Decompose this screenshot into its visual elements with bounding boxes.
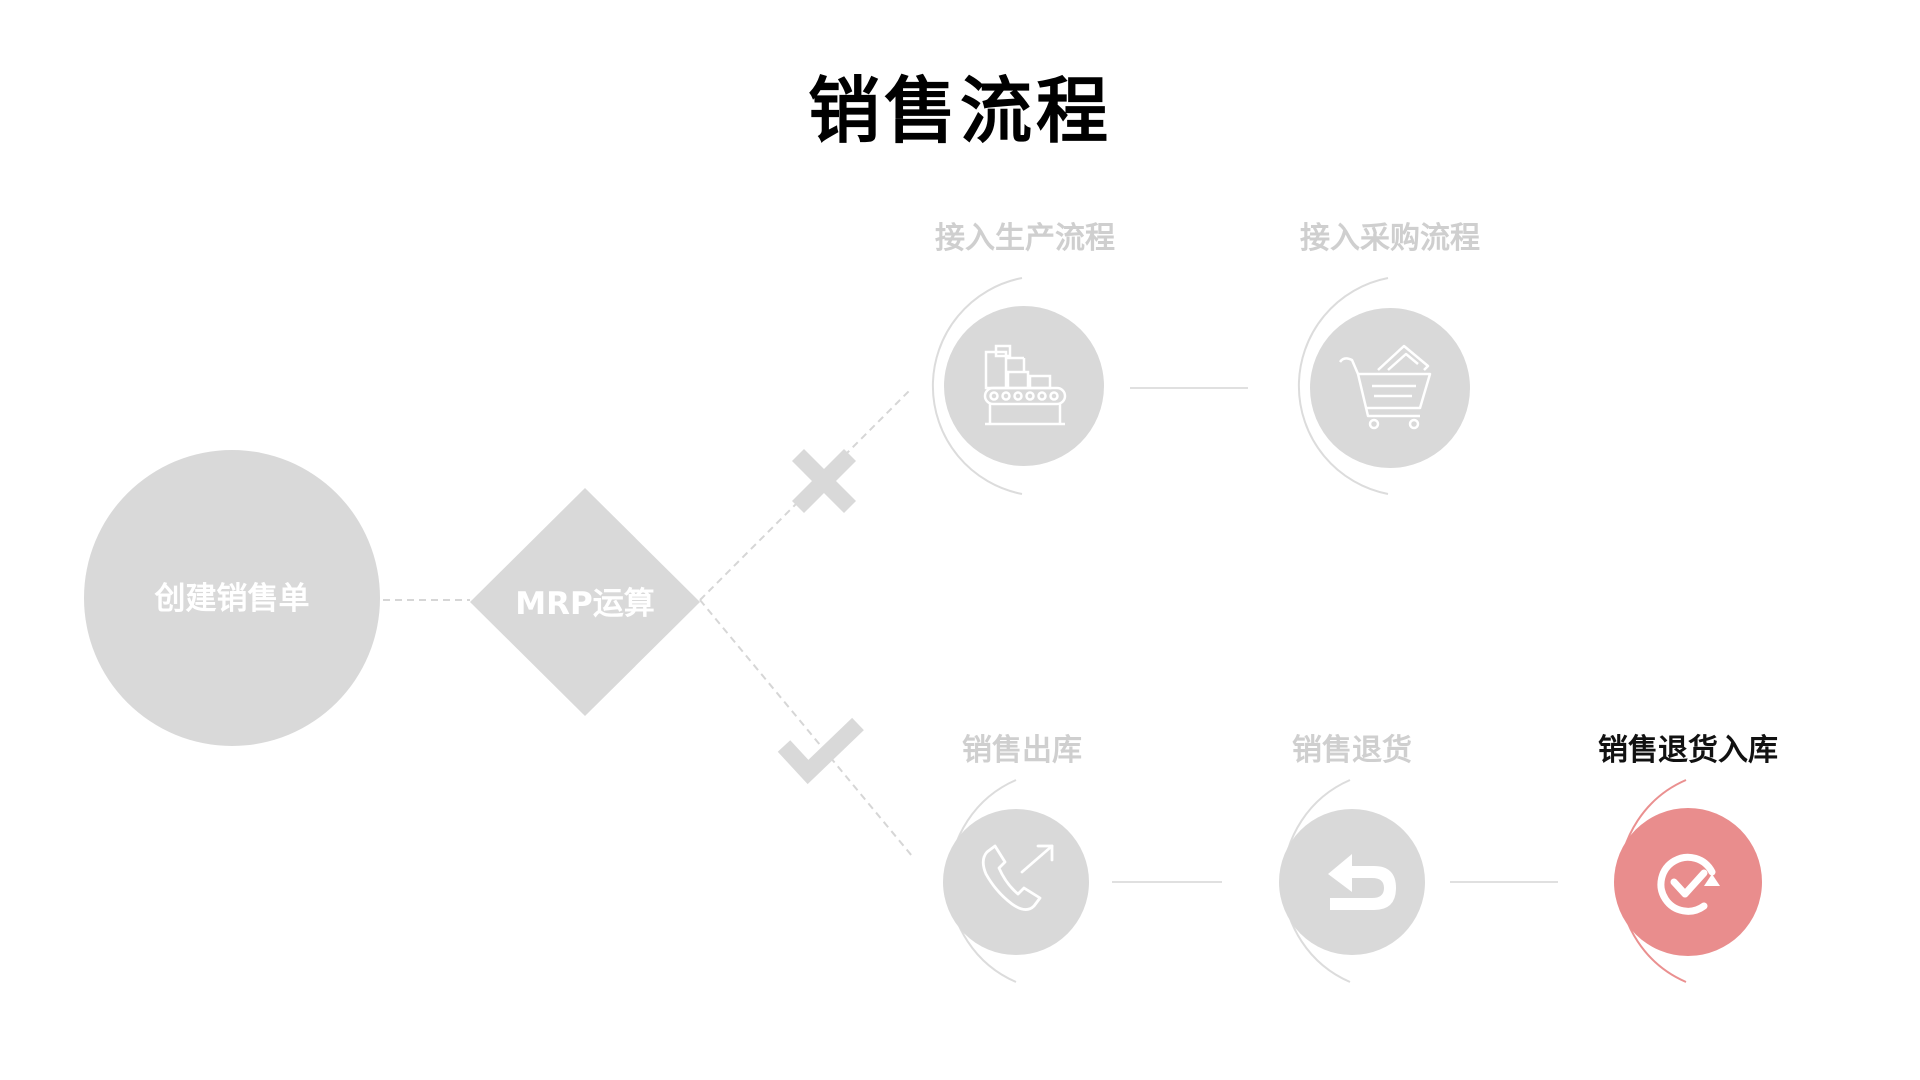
conveyor-belt-icon [983,344,1067,426]
page-title: 销售流程 [807,69,1112,153]
outbound-label: 销售出库 [962,733,1082,768]
production-arc [931,277,1023,495]
return-inbound-label: 销售退货入库 [1598,733,1778,768]
create-order-circle [84,450,380,746]
phone-outgoing-icon [981,844,1054,911]
mrp-label: MRP运算 [515,586,654,622]
return-inbound-circle [1614,808,1762,956]
node-create-order: 创建销售单 [84,450,380,746]
return-label: 销售退货 [1292,733,1412,768]
check-icon [777,717,864,785]
production-label: 接入生产流程 [935,221,1115,256]
connector-mrp-outbound [699,599,913,857]
node-outbound: 销售出库 [943,733,1089,983]
purchase-label: 接入采购流程 [1300,221,1480,256]
node-return-inbound: 销售退货入库 [1598,733,1778,983]
cross-icon [791,448,857,514]
production-circle [944,306,1104,466]
mrp-diamond [470,488,700,716]
create-order-label: 创建销售单 [154,581,310,617]
purchase-arc [1297,277,1389,495]
shopping-cart-icon [1338,344,1432,430]
node-mrp: MRP运算 [470,488,700,716]
node-purchase: 接入采购流程 [1297,221,1480,495]
purchase-circle [1310,308,1470,468]
outbound-circle [943,809,1089,955]
node-return: 销售退货 [1279,733,1425,983]
node-production: 接入生产流程 [931,221,1115,495]
return-arrow-icon [1328,854,1396,910]
refresh-check-icon [1657,853,1716,915]
refresh-arrowhead [1704,874,1720,886]
